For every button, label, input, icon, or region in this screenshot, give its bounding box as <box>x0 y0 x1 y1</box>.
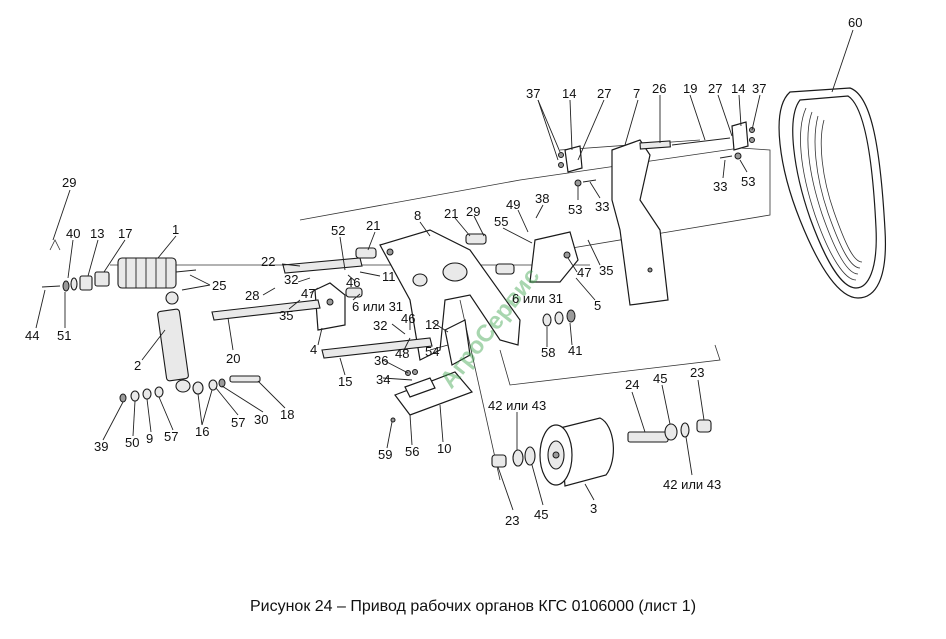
callout-23: 23 <box>505 513 519 528</box>
callout-33: 33 <box>595 199 609 214</box>
callout-46: 46 <box>346 275 360 290</box>
callout-57: 57 <box>231 415 245 430</box>
shafts <box>211 257 433 359</box>
callout-7: 7 <box>633 86 640 101</box>
callout-15: 15 <box>338 374 352 389</box>
callout-50: 50 <box>125 435 139 450</box>
callout-11: 11 <box>382 269 396 284</box>
callout-27: 27 <box>597 86 611 101</box>
callout-24: 24 <box>625 377 639 392</box>
callout-1: 1 <box>172 222 179 237</box>
callout-36: 36 <box>374 353 388 368</box>
callout-39: 39 <box>94 439 108 454</box>
rods-upper <box>639 134 742 150</box>
callout-17: 17 <box>118 226 132 241</box>
callout-58: 58 <box>541 345 555 360</box>
belt-part <box>778 87 887 299</box>
callout-45: 45 <box>653 371 667 386</box>
callout-35: 35 <box>599 263 613 278</box>
callout-41: 41 <box>568 343 582 358</box>
callout-38: 38 <box>535 191 549 206</box>
callout-28: 28 <box>245 288 259 303</box>
callout-22: 22 <box>261 254 275 269</box>
callout-13: 13 <box>90 226 104 241</box>
drum-part <box>539 417 614 487</box>
hydraulic-cylinder-part <box>157 291 191 393</box>
callout-33: 33 <box>713 179 727 194</box>
lower-small-parts <box>119 375 261 403</box>
drum-side-parts <box>491 419 712 468</box>
callout-47: 47 <box>301 286 315 301</box>
callout-46: 46 <box>401 311 415 326</box>
callouts: 60 37 14 27 7 26 19 27 14 37 33 53 53 33… <box>25 15 862 528</box>
callout-51: 51 <box>57 328 71 343</box>
callout-56: 56 <box>405 444 419 459</box>
plate-10-part <box>390 319 474 423</box>
bracket-5-part <box>529 231 579 283</box>
callout-57: 57 <box>164 429 178 444</box>
callout-29: 29 <box>466 204 480 219</box>
callout-26: 26 <box>652 81 666 96</box>
callout-48: 48 <box>395 346 409 361</box>
callout-12: 12 <box>425 317 439 332</box>
callout-2: 2 <box>134 358 141 373</box>
callout-4: 4 <box>310 342 317 357</box>
brackets-14 <box>558 121 755 173</box>
arm-plate-part <box>611 139 669 306</box>
callout-14: 14 <box>562 86 576 101</box>
callout-34: 34 <box>376 372 390 387</box>
callout-42-or-43: 42 или 43 <box>488 398 546 413</box>
main-frame-part <box>379 229 521 361</box>
leader-lines <box>35 29 854 511</box>
callout-6-or-31: 6 или 31 <box>352 299 403 314</box>
left-small-parts <box>41 239 110 292</box>
callout-47: 47 <box>577 265 591 280</box>
callout-37: 37 <box>752 81 766 96</box>
callout-32: 32 <box>284 272 298 287</box>
callout-21: 21 <box>366 218 380 233</box>
callout-52: 52 <box>331 223 345 238</box>
callout-59: 59 <box>378 447 392 462</box>
callout-23: 23 <box>690 365 704 380</box>
callout-40: 40 <box>66 226 80 241</box>
callout-29: 29 <box>62 175 76 190</box>
callout-54: 54 <box>425 344 439 359</box>
callout-27: 27 <box>708 81 722 96</box>
callout-3: 3 <box>590 501 597 516</box>
callout-16: 16 <box>195 424 209 439</box>
callout-19: 19 <box>683 81 697 96</box>
spring-assembly-part <box>117 257 197 289</box>
callout-44: 44 <box>25 328 39 343</box>
callout-25: 25 <box>212 278 226 293</box>
callout-20: 20 <box>226 351 240 366</box>
callout-53: 53 <box>741 174 755 189</box>
callout-35: 35 <box>279 308 293 323</box>
callout-42-or-43: 42 или 43 <box>663 477 721 492</box>
callout-5: 5 <box>594 298 601 313</box>
callout-49: 49 <box>506 197 520 212</box>
callout-18: 18 <box>280 407 294 422</box>
callout-30: 30 <box>254 412 268 427</box>
bolts-33 <box>574 152 742 187</box>
figure-caption: Рисунок 24 – Привод рабочих органов КГС … <box>249 598 697 615</box>
callout-6-or-31: 6 или 31 <box>512 291 563 306</box>
callout-55: 55 <box>494 214 508 229</box>
callout-10: 10 <box>437 441 451 456</box>
callout-53: 53 <box>568 202 582 217</box>
callout-9: 9 <box>146 431 153 446</box>
bushings-21 <box>345 233 515 298</box>
callout-14: 14 <box>731 81 745 96</box>
callout-8: 8 <box>414 208 421 223</box>
callout-32: 32 <box>373 318 387 333</box>
callout-21: 21 <box>444 206 458 221</box>
callout-37: 37 <box>526 86 540 101</box>
washers-58-41 <box>542 309 576 327</box>
callout-60: 60 <box>848 15 862 30</box>
bracket-4-part <box>314 282 346 331</box>
callout-45: 45 <box>534 507 548 522</box>
